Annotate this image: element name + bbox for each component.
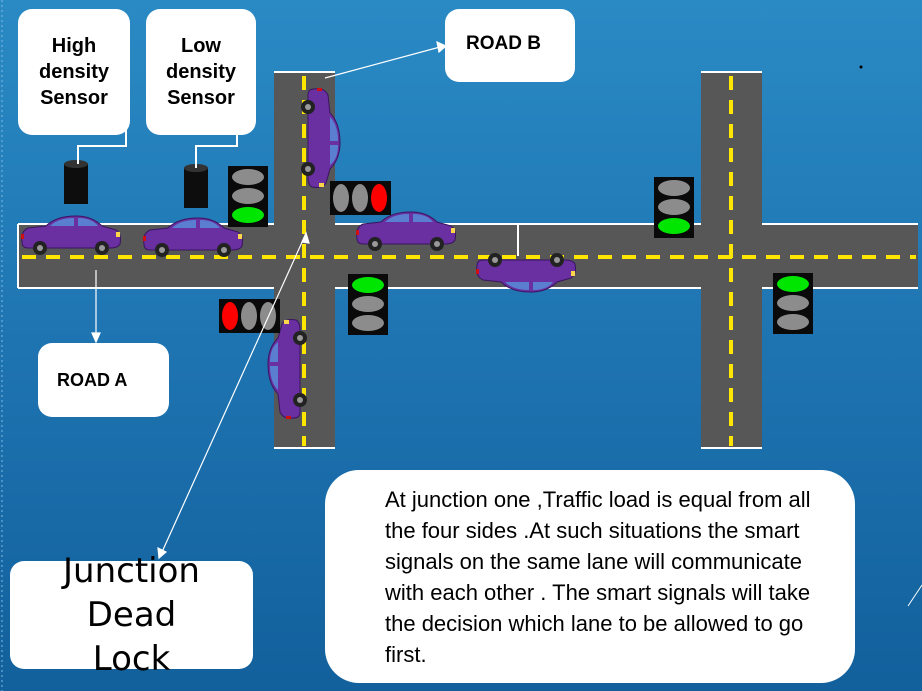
description-text: At junction one ,Traffic load is equal f… bbox=[385, 486, 811, 667]
sig-center-junction1-icon bbox=[348, 274, 388, 335]
sig-center-junction1-lamp-1 bbox=[352, 277, 384, 293]
description-callout: At junction one ,Traffic load is equal f… bbox=[325, 470, 855, 683]
road-b-callout: ROAD B bbox=[445, 9, 575, 82]
sig-left-road-a-lamp-3 bbox=[232, 207, 264, 223]
sig-right-junction2-lamp-2 bbox=[777, 295, 809, 311]
junction-arrow bbox=[161, 239, 304, 553]
road-b-label: ROAD B bbox=[466, 33, 541, 54]
sig-top-junction2-icon bbox=[654, 177, 694, 238]
sig-center-junction1-lamp-3 bbox=[352, 315, 384, 331]
sig-center-junction1-lamp-2 bbox=[352, 296, 384, 312]
high-density-sensor-callout: High density Sensor bbox=[18, 9, 130, 135]
low-density-sensor-callout: Low density Sensor bbox=[146, 9, 256, 135]
road-b-arrow bbox=[324, 46, 441, 79]
road-a-callout: ROAD A bbox=[38, 343, 169, 417]
sig-bottom-left-lamp-2 bbox=[241, 302, 257, 330]
sig-left-road-a-icon bbox=[228, 166, 268, 227]
sig-top-junction2-lamp-3 bbox=[658, 218, 690, 234]
sig-top-junction2-lamp-1 bbox=[658, 180, 690, 196]
road-a-label: ROAD A bbox=[57, 370, 128, 390]
high-sensor-connector bbox=[77, 126, 127, 164]
junction-dead-lock-label: Junction Dead Lock bbox=[63, 551, 200, 679]
decorative-line bbox=[907, 584, 922, 607]
callout-arrows bbox=[91, 40, 448, 560]
sig-bottom-left-lamp-1 bbox=[222, 302, 238, 330]
high-density-sensor-label: High density Sensor bbox=[38, 35, 110, 109]
sig-top-road-b-lamp-1 bbox=[333, 184, 349, 212]
junction-dead-lock-callout: Junction Dead Lock bbox=[10, 551, 253, 679]
sig-top-road-b-icon bbox=[330, 181, 391, 215]
sig-left-road-a-lamp-2 bbox=[232, 188, 264, 204]
low-sensor-connector bbox=[195, 134, 238, 168]
low-density-sensor-label: Low density Sensor bbox=[165, 35, 237, 109]
sig-top-road-b-lamp-3 bbox=[371, 184, 387, 212]
sig-right-junction2-lamp-3 bbox=[777, 314, 809, 330]
traffic-signals bbox=[219, 166, 813, 335]
sig-bottom-left-icon bbox=[219, 299, 280, 333]
low-density-sensor-icon bbox=[184, 164, 208, 208]
sig-top-junction2-lamp-2 bbox=[658, 199, 690, 215]
decorative-dot bbox=[859, 65, 863, 69]
sig-left-road-a-lamp-1 bbox=[232, 169, 264, 185]
high-density-sensor-icon bbox=[64, 160, 88, 204]
sig-right-junction2-lamp-1 bbox=[777, 276, 809, 292]
sig-right-junction2-icon bbox=[773, 273, 813, 334]
sig-top-road-b-lamp-2 bbox=[352, 184, 368, 212]
